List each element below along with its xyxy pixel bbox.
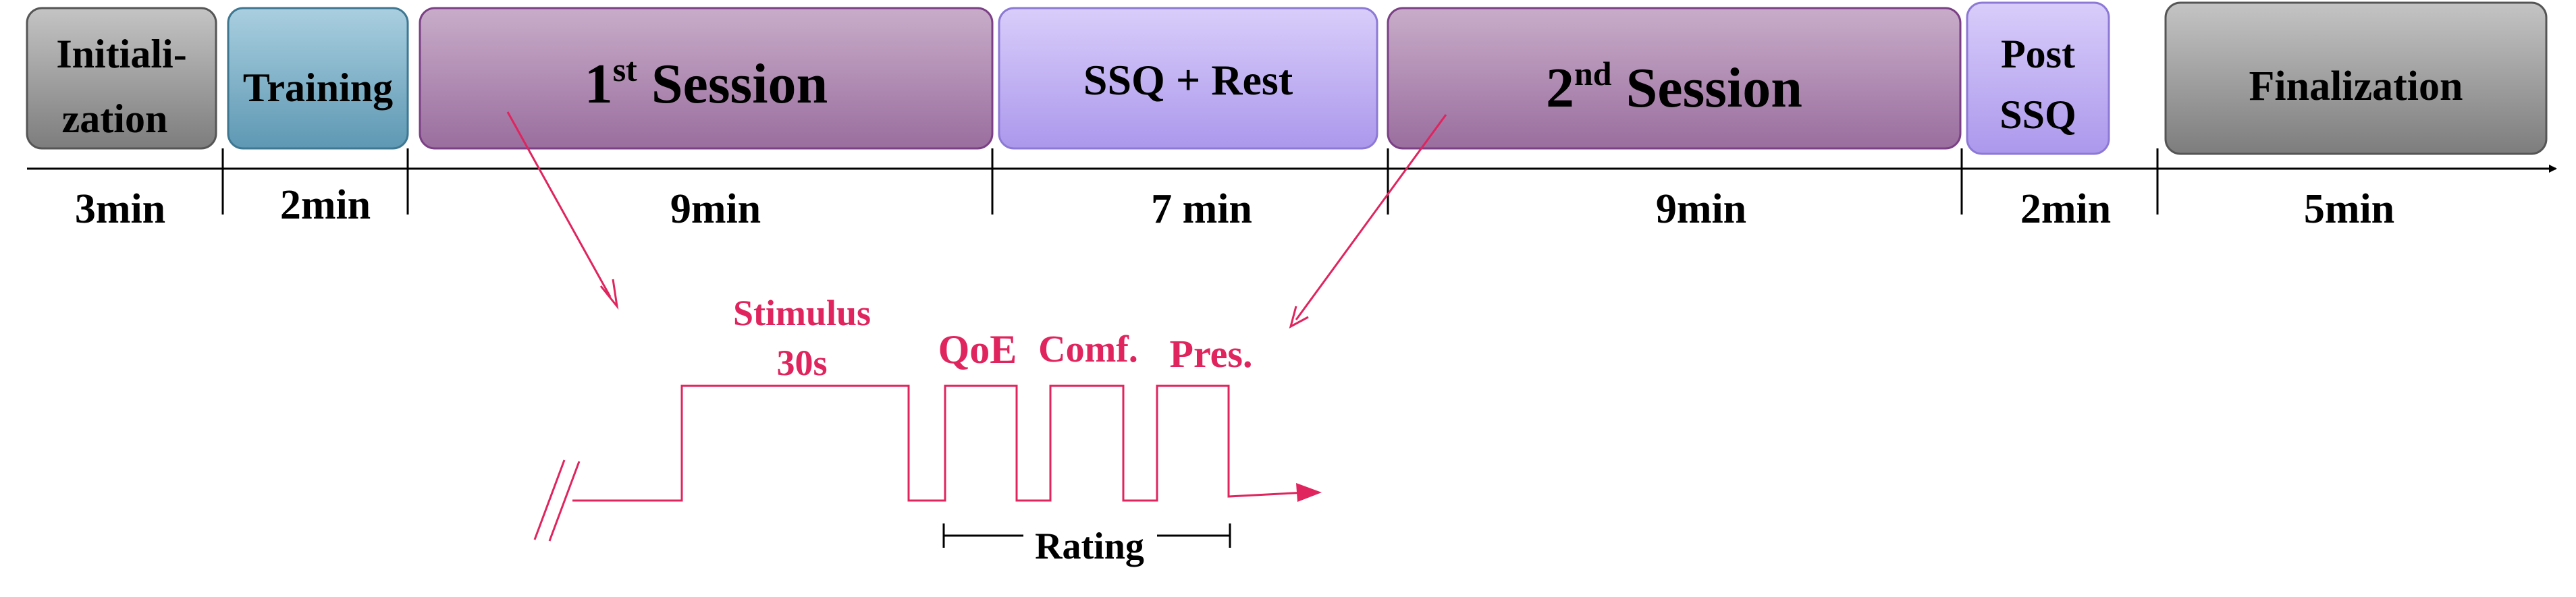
duration-session1: 9min — [670, 186, 761, 232]
zoom-arrowhead-session1 — [599, 279, 619, 310]
session1-ordinal: st — [613, 51, 637, 88]
phase-final-label: Finalization — [2249, 63, 2463, 109]
zoom-arrowhead-session2 — [1289, 306, 1309, 329]
duration-final: 5min — [2304, 186, 2394, 232]
phase-training-label: Training — [243, 65, 393, 110]
phase-post-ssq-line2: SSQ — [2000, 92, 2076, 137]
phase-session1-label: 1st Session — [585, 51, 828, 115]
phase-post-ssq-line1: Post — [2001, 32, 2075, 76]
duration-session2: 9min — [1656, 186, 1746, 232]
stimulus-label-line2: 30s — [776, 343, 827, 383]
phase-block-training: Training — [227, 7, 409, 150]
break-mark-1 — [533, 459, 566, 540]
phase-block-post-ssq: Post SSQ — [1966, 1, 2110, 155]
phase-session2-label: 2nd Session — [1546, 55, 1802, 119]
session2-number: 2 — [1546, 57, 1574, 119]
phase-init-label-line2: zation — [62, 96, 168, 141]
phase-block-session1: 1st Session — [419, 7, 994, 150]
qoe-label: QoE — [938, 327, 1017, 372]
phase-block-init: Initiali- zation — [26, 7, 217, 150]
session1-word: Session — [637, 53, 828, 115]
trial-signal-arrowhead — [1296, 483, 1322, 502]
stimulus-label-line1: Stimulus — [733, 293, 871, 333]
trial-labels: Stimulus 30s QoE Comf. Pres. — [733, 293, 1253, 383]
phase-block-ssq-rest: SSQ + Rest — [998, 7, 1378, 150]
zoom-arrows — [506, 111, 1447, 329]
duration-ssq-rest: 7 min — [1151, 186, 1252, 232]
rating-label: Rating — [1035, 525, 1144, 567]
session1-number: 1 — [585, 53, 613, 115]
comfort-label: Comf. — [1038, 329, 1138, 370]
session2-ordinal: nd — [1574, 55, 1612, 92]
phase-ssq-rest-label: SSQ + Rest — [1083, 56, 1293, 104]
duration-labels: 3min 2min 9min 7 min 9min 2min 5min — [75, 182, 2394, 232]
zoom-arrow-session2 — [1295, 114, 1447, 320]
zoom-arrow-session1 — [506, 111, 612, 297]
phase-block-final: Finalization — [2164, 1, 2548, 155]
duration-training: 2min — [280, 182, 371, 228]
phase-init-label-line1: Initiali- — [56, 32, 186, 76]
duration-init: 3min — [75, 186, 165, 232]
duration-post-ssq: 2min — [2020, 186, 2111, 232]
phase-block-session2: 2nd Session — [1387, 7, 1962, 150]
presence-label: Pres. — [1170, 332, 1253, 376]
trial-waveform — [533, 385, 1322, 542]
timeline-axis — [27, 148, 2557, 215]
break-mark-2 — [548, 461, 581, 542]
rating-bracket: Rating — [942, 523, 1231, 567]
session2-word: Session — [1612, 57, 1802, 119]
trial-signal-line — [572, 385, 1306, 502]
